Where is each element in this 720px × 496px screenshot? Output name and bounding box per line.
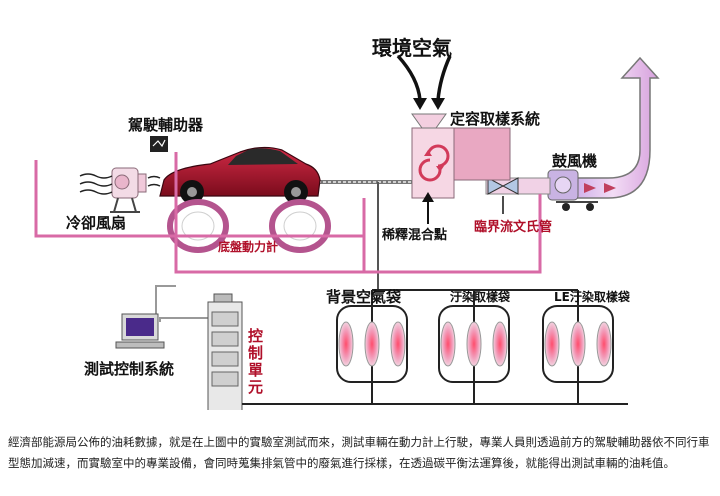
driver-aid-monitor-icon xyxy=(150,136,168,152)
fan-airflow-lines xyxy=(79,173,161,195)
le-sample-bag-group xyxy=(542,305,614,383)
control-unit-cabinet xyxy=(207,293,243,410)
label-test-control-system: 測試控制系統 xyxy=(84,360,175,378)
exhaust-flow-arrows xyxy=(584,183,616,193)
arrow-head-left xyxy=(413,98,427,110)
cvs-cabinet-front xyxy=(411,127,455,199)
test-control-computer-icon xyxy=(115,313,165,349)
label-cvs-system: 定容取樣系統 xyxy=(450,110,541,128)
sample-bag-group xyxy=(438,305,510,383)
blower-caster-right xyxy=(586,203,594,211)
control-wiring xyxy=(34,152,542,274)
caption-paragraph: 經濟部能源局公佈的油耗數據，就是在上圖中的實驗室測試而來，測試車輛在動力計上行駛… xyxy=(8,435,710,470)
label-ambient-air: 環境空氣 xyxy=(372,36,452,60)
label-driver-aid: 駕駛輔助器 xyxy=(128,116,204,134)
exhaust-stack xyxy=(567,56,660,199)
test-system-link xyxy=(155,285,176,322)
arrow-head-right xyxy=(431,98,445,110)
mixing-swirl-icon xyxy=(418,144,450,182)
air-inlet-funnel xyxy=(411,113,447,129)
blower-caster-left xyxy=(562,203,570,211)
label-dyno: 底盤動力計 xyxy=(218,240,279,254)
label-le-sample-bags: LE汙染取樣袋 xyxy=(554,290,630,304)
label-control-unit: 控制單元 xyxy=(248,327,264,396)
background-air-bag-group xyxy=(336,305,408,383)
dyno-rollers xyxy=(167,199,331,253)
label-dilution-point: 稀釋混合點 xyxy=(382,228,448,243)
critical-venturi xyxy=(487,177,519,195)
label-cooling-fan: 冷卻風扇 xyxy=(66,214,127,232)
cooling-fan-icon xyxy=(110,167,147,213)
label-venturi: 臨界流文氏管 xyxy=(474,220,553,235)
label-sample-bags: 汙染取樣袋 xyxy=(450,290,511,304)
label-background-bags: 背景空氣袋 xyxy=(326,288,402,306)
cvs-test-diagram xyxy=(34,54,660,410)
label-blower: 鼓風機 xyxy=(552,152,598,170)
test-car xyxy=(159,146,321,204)
cvs-cabinet-tank xyxy=(453,127,511,181)
control-to-cabinet-link xyxy=(159,317,214,322)
ambient-air-arrows xyxy=(396,54,452,101)
bag-manifold xyxy=(242,289,628,405)
blower-wheel xyxy=(554,176,572,194)
